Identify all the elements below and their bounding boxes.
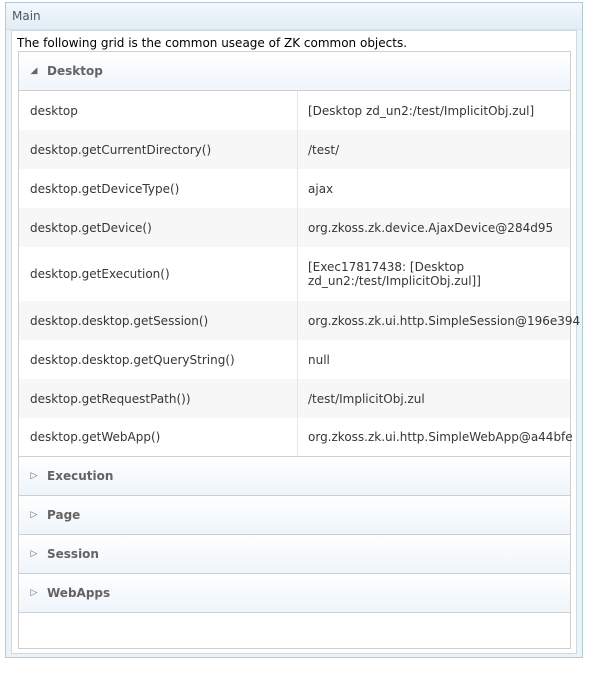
main-window: Main The following grid is the common us… xyxy=(5,2,583,658)
table-row: desktop.getDevice() org.zkoss.zk.device.… xyxy=(19,208,570,247)
row-value: [Exec17817438: [Desktop zd_un2:/test/Imp… xyxy=(297,260,559,288)
table-row: desktop.getCurrentDirectory() /test/ xyxy=(19,130,570,169)
row-value: /test/ImplicitObj.zul xyxy=(308,391,425,406)
group-webapps-label: WebApps xyxy=(47,586,111,600)
row-name: desktop.getWebApp() xyxy=(30,430,161,444)
group-page[interactable]: ▷ Page xyxy=(19,496,570,535)
row-name: desktop.getRequestPath()) xyxy=(30,391,191,406)
group-session[interactable]: ▷ Session xyxy=(19,535,570,574)
column-divider xyxy=(297,91,298,456)
row-name: desktop.getCurrentDirectory() xyxy=(30,142,212,157)
table-row: desktop.desktop.getSession() org.zkoss.z… xyxy=(19,301,581,340)
intro-text: The following grid is the common useage … xyxy=(17,36,408,50)
table-row: desktop.getWebApp() org.zkoss.zk.ui.http… xyxy=(19,418,573,457)
group-execution[interactable]: ▷ Execution xyxy=(19,457,570,496)
row-name: desktop.getDeviceType() xyxy=(30,181,180,196)
triangle-right-icon[interactable]: ▷ xyxy=(30,510,38,520)
group-execution-label: Execution xyxy=(47,469,114,483)
window-body: The following grid is the common useage … xyxy=(11,30,581,654)
row-name: desktop xyxy=(30,103,78,118)
group-page-label: Page xyxy=(47,508,81,522)
window-title: Main xyxy=(6,3,582,30)
table-row: desktop.getDeviceType() ajax xyxy=(19,169,570,208)
triangle-right-icon[interactable]: ▷ xyxy=(30,471,38,481)
row-value: null xyxy=(308,352,330,367)
triangle-right-icon[interactable]: ▷ xyxy=(30,588,38,598)
group-webapps[interactable]: ▷ WebApps xyxy=(19,574,570,613)
objects-grid: ◢ Desktop desktop [Desktop zd_un2:/test/… xyxy=(18,51,581,649)
triangle-down-icon[interactable]: ◢ xyxy=(30,66,38,76)
row-value-line: zd_un2:/test/ImplicitObj.zul]] xyxy=(308,274,481,288)
row-value: org.zkoss.zk.ui.http.SimpleSession@196e3… xyxy=(308,313,581,328)
row-value-line: [Exec17817438: [Desktop xyxy=(308,260,465,274)
row-value: [Desktop zd_un2:/test/ImplicitObj.zul] xyxy=(308,103,535,118)
row-name: desktop.desktop.getSession() xyxy=(30,313,209,328)
row-value: /test/ xyxy=(308,142,340,157)
row-value: ajax xyxy=(308,181,334,196)
table-row: desktop [Desktop zd_un2:/test/ImplicitOb… xyxy=(19,91,570,130)
table-row: desktop.getRequestPath()) /test/Implicit… xyxy=(19,379,570,418)
row-value: org.zkoss.zk.ui.http.SimpleWebApp@a44bfe xyxy=(308,430,573,444)
triangle-right-icon[interactable]: ▷ xyxy=(30,549,38,559)
row-value: org.zkoss.zk.device.AjaxDevice@284d95 xyxy=(308,220,554,235)
group-session-label: Session xyxy=(47,547,99,561)
row-name: desktop.desktop.getQueryString() xyxy=(30,352,235,367)
table-row: desktop.desktop.getQueryString() null xyxy=(19,340,570,379)
row-name: desktop.getDevice() xyxy=(30,220,152,235)
group-desktop[interactable]: ◢ Desktop xyxy=(19,52,570,91)
row-name: desktop.getExecution() xyxy=(30,267,170,281)
group-desktop-label: Desktop xyxy=(47,64,103,78)
table-row: desktop.getExecution() [Exec17817438: [D… xyxy=(19,247,570,301)
